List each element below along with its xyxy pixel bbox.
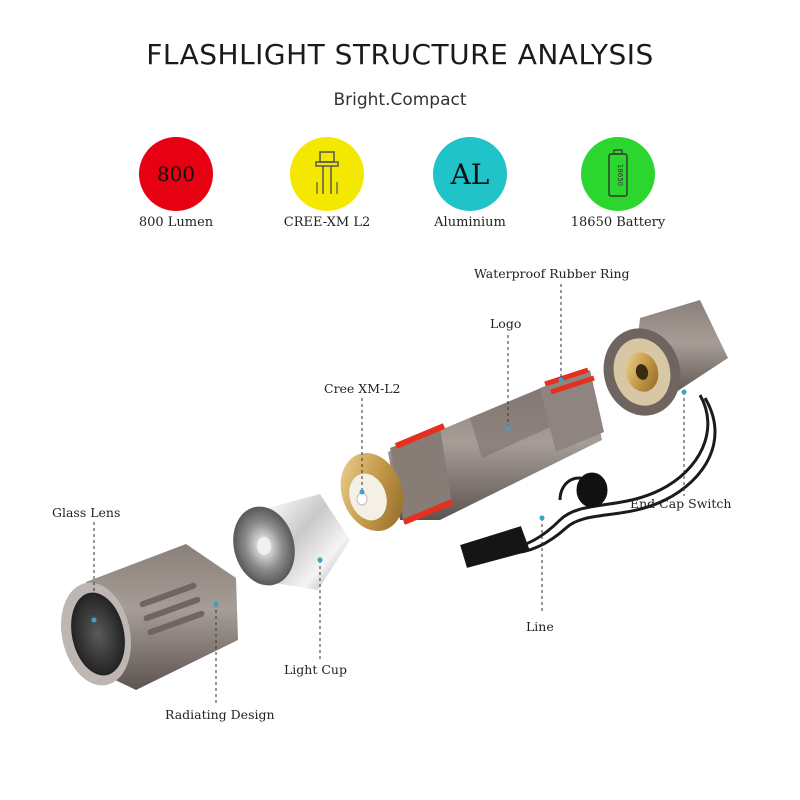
callout-radiating-design: Radiating Design [165,707,275,722]
aluminium-badge-icon: AL [433,137,507,211]
feature-led: CREE-XM L2 [252,137,402,230]
callout-dots [91,377,687,623]
aluminium-symbol: AL [450,157,490,191]
page-subtitle: Bright.Compact [333,90,467,110]
lanyard [460,394,717,568]
feature-lumen: 800 800 Lumen [101,137,251,230]
flashlight-body [340,367,604,531]
light-cup [233,494,350,590]
end-cap [603,300,728,416]
feature-aluminium: AL Aluminium [395,137,545,230]
callout-leaders [93,284,685,704]
callout-line: Line [526,619,554,634]
battery-size-text: 18650 [616,164,624,186]
callout-glass-lens: Glass Lens [52,505,121,520]
callout-waterproof-ring: Waterproof Rubber Ring [474,266,630,281]
lumen-badge-icon: 800 [139,137,213,211]
led-chip-icon [290,137,364,211]
callout-light-cup: Light Cup [284,662,347,677]
head-bezel [61,544,238,690]
feature-aluminium-label: Aluminium [434,215,506,230]
feature-battery-label: 18650 Battery [570,215,666,230]
page-title: FLASHLIGHT STRUCTURE ANALYSIS [146,38,654,71]
lumen-value: 800 [156,162,196,186]
callout-cree-xm-l2: Cree XM-L2 [324,381,401,396]
callout-logo: Logo [490,316,522,331]
feature-led-label: CREE-XM L2 [283,215,371,230]
battery-icon: 18650 [581,137,655,211]
feature-battery: 18650 18650 Battery [543,137,693,230]
callout-end-cap-switch: End Cap Switch [630,496,732,511]
feature-lumen-label: 800 Lumen [138,215,214,230]
